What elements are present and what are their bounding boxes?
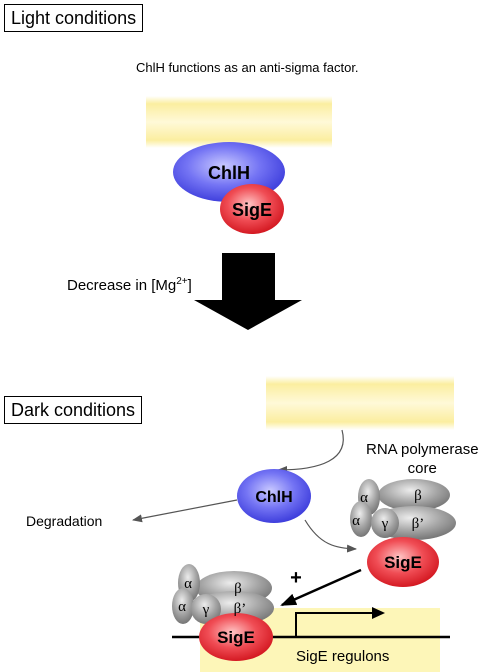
dark-conditions-box: Dark conditions <box>4 396 143 424</box>
chlh-light-label: ChlH <box>208 163 250 183</box>
alpha-label-right-1: α <box>360 490 368 506</box>
promoter-binding-arrow <box>280 568 362 607</box>
chlh-dark-label: ChlH <box>255 489 292 506</box>
sige-regulons-label: SigE regulons <box>296 648 390 665</box>
release-arrow <box>277 429 344 474</box>
rnap-core-right <box>350 479 456 540</box>
mg-decrease-prefix: Decrease in [Mg <box>67 277 177 294</box>
big-down-arrow <box>194 253 302 330</box>
gamma-label-bottom: γ <box>202 602 210 618</box>
alpha-label-right-2: α <box>352 513 360 529</box>
membrane-dark <box>266 376 454 430</box>
alpha-label-bottom-2: α <box>178 599 186 615</box>
plus-sign: + <box>290 567 302 589</box>
mg-superscript: 2+ <box>176 276 188 287</box>
anti-sigma-caption: ChlH functions as an anti-sigma factor. <box>136 60 359 75</box>
chlh-dark-shape <box>237 469 311 523</box>
mg-decrease-label: Decrease in [Mg2+] <box>67 276 192 294</box>
sige-light-shape <box>220 184 284 234</box>
gamma-label-right: γ <box>381 516 389 532</box>
sige-right-label: SigE <box>384 553 422 572</box>
degradation-arrow <box>132 499 238 523</box>
sige-light-label: SigE <box>232 200 272 220</box>
mg-decrease-suffix: ] <box>187 277 192 294</box>
rnap-core-label-line2: core <box>407 460 437 477</box>
binding-arrow <box>304 519 357 553</box>
sige-right-shape <box>367 537 439 587</box>
degradation-label: Degradation <box>26 513 103 529</box>
transcription-start-arrow <box>295 612 374 637</box>
beta-label-bottom: β <box>234 581 242 597</box>
sige-bottom-label: SigE <box>217 628 255 647</box>
light-conditions-box: Light conditions <box>4 4 144 32</box>
rnap-core-label-line1: RNA polymerase <box>366 441 479 458</box>
rnap-core-label: RNA polymerase core <box>366 440 479 478</box>
beta-label-right: β <box>414 488 422 504</box>
alpha-label-bottom-1: α <box>184 576 192 592</box>
transcription-arrowhead <box>372 607 385 619</box>
rnap-core-bottom <box>172 564 274 625</box>
beta-prime-label-right: β’ <box>412 516 425 532</box>
membrane-light <box>146 96 332 148</box>
beta-prime-label-bottom: β’ <box>234 601 247 617</box>
sige-bottom-shape <box>199 613 273 661</box>
